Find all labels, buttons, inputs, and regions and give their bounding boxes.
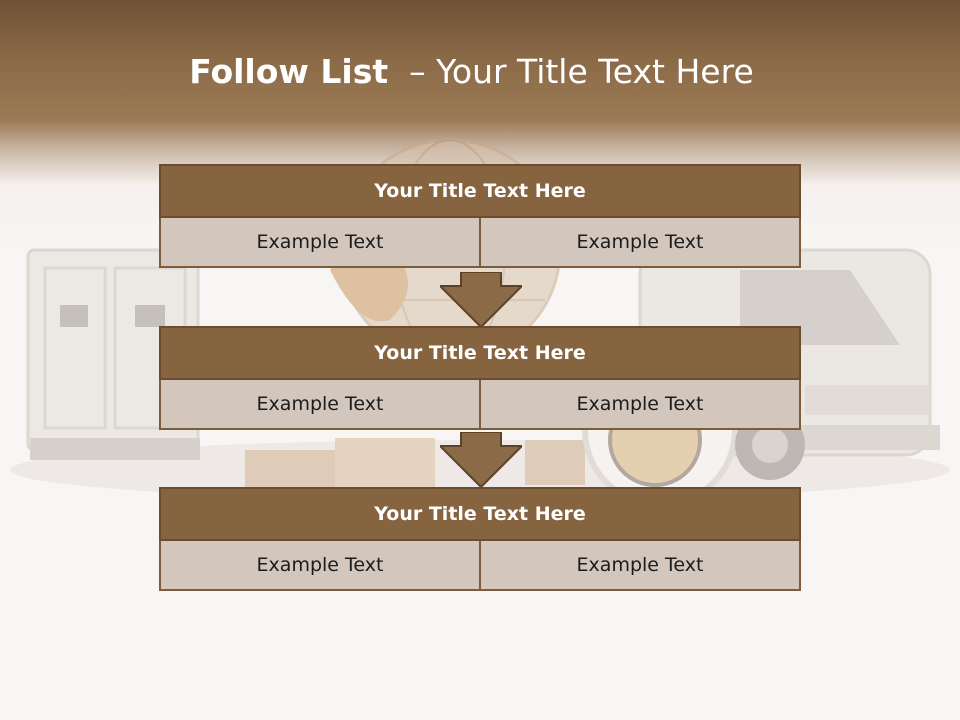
block-row: Example Text Example Text: [159, 380, 801, 430]
list-block: Your Title Text Here Example Text Exampl…: [159, 164, 801, 268]
down-arrow-icon: [440, 432, 522, 487]
slide-title-bold: Follow List: [189, 52, 389, 91]
block-cell-right[interactable]: Example Text: [479, 541, 801, 591]
block-title[interactable]: Your Title Text Here: [159, 487, 801, 541]
block-cell-left[interactable]: Example Text: [159, 380, 479, 430]
list-block: Your Title Text Here Example Text Exampl…: [159, 326, 801, 430]
slide-title: Follow List – Your Title Text Here: [0, 52, 943, 91]
down-arrow-icon: [440, 272, 522, 327]
block-row: Example Text Example Text: [159, 541, 801, 591]
block-cell-right[interactable]: Example Text: [479, 218, 801, 268]
block-cell-left[interactable]: Example Text: [159, 218, 479, 268]
block-title[interactable]: Your Title Text Here: [159, 326, 801, 380]
list-block: Your Title Text Here Example Text Exampl…: [159, 487, 801, 591]
block-row: Example Text Example Text: [159, 218, 801, 268]
block-title[interactable]: Your Title Text Here: [159, 164, 801, 218]
slide-title-rest: – Your Title Text Here: [388, 52, 754, 91]
block-cell-left[interactable]: Example Text: [159, 541, 479, 591]
block-cell-right[interactable]: Example Text: [479, 380, 801, 430]
